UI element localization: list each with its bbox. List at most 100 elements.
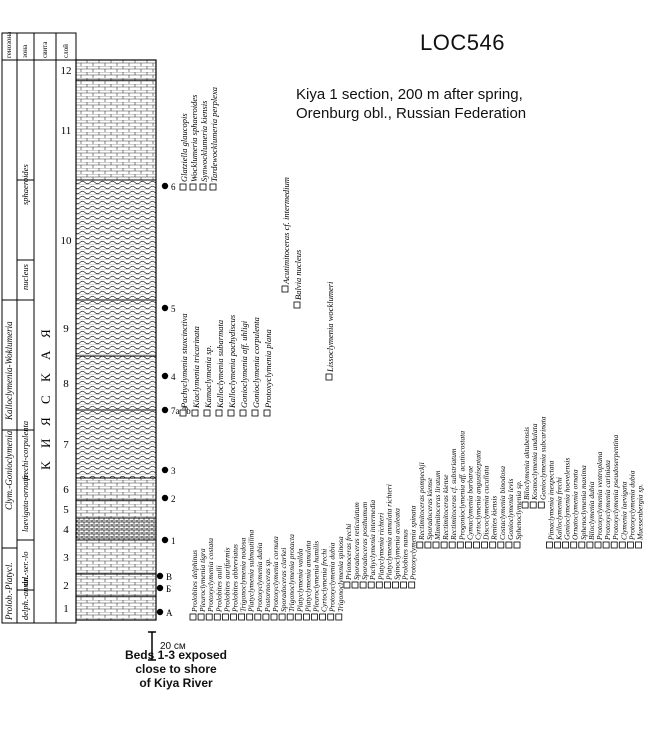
taxon-name: Platyclymenia subnautilina <box>247 529 256 613</box>
taxon-name: Postornoceras sp. <box>263 558 272 613</box>
taxon-entry: Prionoceras frechi <box>343 524 353 589</box>
taxon-entry: Kosmoclymenia undulata <box>529 423 539 509</box>
taxon-name: Glatziella glaucopis <box>179 113 189 182</box>
bed-7 <box>75 409 157 479</box>
taxon-name: Clymenia laevigata <box>619 481 628 540</box>
taxon-entry: Prolobites aurifurmis <box>221 547 231 621</box>
level-dot <box>156 572 164 580</box>
taxon-name: Prionoceras frechi <box>344 524 353 581</box>
taxon-name: Sporadoceras reticulatum <box>352 502 361 580</box>
bed-number: 4 <box>63 524 69 536</box>
bed-number: 9 <box>63 323 69 335</box>
taxon-box <box>464 541 472 549</box>
taxon-entry: Protoxyclymenia ventroplana <box>594 451 604 549</box>
taxon-box <box>311 613 318 621</box>
taxon-entry: Biloclymenia dubia <box>586 481 596 549</box>
taxon-name: Cymaclymenia barbarae <box>465 465 474 540</box>
level-label: A <box>166 608 173 618</box>
taxon-box <box>473 541 480 549</box>
taxon-entry: Lissoclymenia wocklumeri <box>325 281 335 381</box>
taxon-entry: Spinoclymenia aculeata <box>392 508 402 589</box>
taxon-name: Protoxyclymenia costata <box>206 538 215 613</box>
level-dot <box>156 608 164 616</box>
bed-number: 10 <box>61 235 73 247</box>
taxon-entry: Trigonoclymenia nodosa <box>238 537 248 621</box>
beds-note-line: of Kiya River <box>139 676 213 690</box>
taxon-entry: Wocklumeria sphaeroides <box>189 94 199 191</box>
taxon-box <box>213 613 221 621</box>
taxon-entry: Pimaclymenia inexpectata <box>546 460 555 549</box>
taxon-entry: Sphenoclymenia sp. <box>513 480 523 549</box>
taxon-box <box>610 541 618 549</box>
taxon-box <box>251 409 259 417</box>
taxon-box <box>497 541 505 549</box>
taxon-box <box>302 613 310 621</box>
taxon-entry: Trigonoclymenia protacta <box>286 534 296 621</box>
taxon-box <box>489 541 497 549</box>
bed-number: 1 <box>63 603 69 615</box>
taxon-entry: Kalloclymenia pachydiscus <box>227 314 237 417</box>
column-header: зона <box>21 44 29 58</box>
taxon-box <box>456 541 464 549</box>
taxon-name: Pleuroclymenia tigra <box>198 548 207 613</box>
beds-note: Beds 1-3 exposed close to shore of Kiya … <box>124 648 228 690</box>
taxon-name: Progonioclymenia aff. acutiocostata <box>457 431 466 541</box>
taxon-entry: Protoxyclymenia pseudoserpentina <box>610 434 620 549</box>
taxon-entry: Renites kiensis <box>489 496 499 549</box>
level-label: 5 <box>171 304 176 314</box>
taxon-entry: Postornoceras sp. <box>262 558 272 621</box>
taxon-entry: Platyclymenia subnautilina <box>246 529 256 621</box>
taxon-name: Acutimitoceras cf. intermedium <box>281 177 291 285</box>
taxon-entry: Gonioclymenia subcarinata <box>537 416 547 509</box>
taxon-entry: Rectimitoceras cf. substriatum <box>448 448 458 549</box>
taxon-entry: Pleuroclymenia humilis <box>311 541 321 621</box>
taxon-box <box>335 613 343 621</box>
zone-label: nucleus <box>20 263 30 290</box>
taxon-box <box>209 183 217 191</box>
taxon-name: Rectimitoceras pompeckji <box>417 462 426 541</box>
taxon-name: Rectimitoceras kiense <box>441 474 450 541</box>
taxon-box <box>246 613 254 621</box>
level-label: B <box>166 572 172 582</box>
zone-label: delph.-annul. <box>20 575 30 620</box>
taxon-box <box>278 613 286 621</box>
taxon-name: Prolobites abbreviatus <box>231 544 240 613</box>
genozone-label: Kalloclymenia-Woklumeria <box>4 321 14 421</box>
taxon-entry: Platyclymenia annulata richteri <box>383 484 393 589</box>
taxon-entry: Clymenia laevigata <box>618 481 628 549</box>
taxon-entry: Rectimitoceras pompeckji <box>416 462 426 549</box>
taxon-entry: Kamaclymenia sp. <box>203 345 213 417</box>
taxon-entry: Sporadoceras posthumum <box>359 501 369 589</box>
taxon-box <box>400 581 408 589</box>
taxon-name: Gonioclymenia corpulenta <box>251 317 261 408</box>
taxon-entry: Mimimitoceras liratum <box>432 470 442 549</box>
taxon-entry: Progonioclymenia aff. acutiocostata <box>456 431 466 549</box>
taxon-box <box>199 183 207 191</box>
level-label: 4 <box>171 372 176 382</box>
taxon-box <box>215 409 223 417</box>
taxon-entry: Kalloclymenia subarmata <box>215 320 225 417</box>
taxon-entry: Kalloclymenia frechi <box>554 477 564 549</box>
taxon-name: Prolobites delphinus <box>190 550 199 613</box>
taxon-box <box>602 541 610 549</box>
taxon-entry: Trigonoclymenia spinosa <box>335 536 345 621</box>
taxon-entry: Tardewocklumeria perplexa <box>209 87 219 191</box>
taxon-name: Biloclymenia aktubensis <box>522 427 531 500</box>
taxon-box <box>227 409 235 417</box>
taxon-box <box>238 613 246 621</box>
locality-id: LOC546 <box>420 30 505 55</box>
taxon-entry: Rectimitoceras kiense <box>440 474 450 549</box>
level-dot <box>161 536 169 544</box>
taxon-name: Muessenbergia sp. <box>636 484 645 541</box>
taxon-name: Costaclymenia binodosa <box>498 466 507 540</box>
bed-10 <box>75 179 157 301</box>
bed-3 <box>75 539 157 575</box>
taxon-entry: Synwocklumeria kiensis <box>199 100 209 191</box>
taxon-name: Gonioclymenia hoevelensis <box>563 458 572 540</box>
taxon-name: Gonioclymenia levis <box>506 478 515 540</box>
formation-letter: К <box>38 461 53 470</box>
taxon-entry: Discoclymenia cucullata <box>481 465 491 549</box>
taxon-name: Protoxyclymenia cariniata <box>603 460 612 541</box>
taxon-entry: Protoxyclymenia dubia <box>327 542 337 621</box>
